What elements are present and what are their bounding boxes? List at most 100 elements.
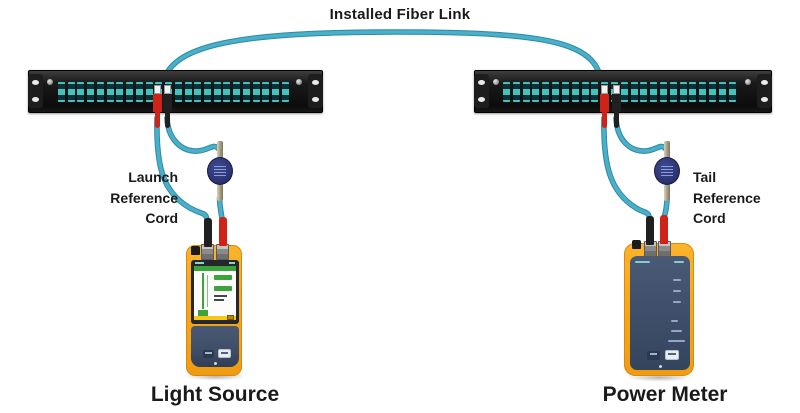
coupler-barrel — [217, 141, 223, 158]
screen-result-chip — [214, 275, 232, 280]
connector-tip — [163, 85, 171, 94]
fiber-port — [272, 82, 280, 102]
screen-logo — [227, 315, 234, 320]
fiber-port — [542, 82, 550, 102]
fiber-port — [77, 82, 85, 102]
fiber-port — [552, 82, 560, 102]
fiber-port — [96, 82, 104, 102]
fiber-port — [233, 82, 241, 102]
fiber-port — [660, 82, 667, 102]
coupler-barrel — [664, 141, 670, 158]
fiber-port — [620, 82, 628, 102]
fiber-port — [106, 82, 114, 102]
brand-text — [635, 261, 650, 263]
fiber-port — [689, 82, 697, 102]
screen-bezel — [191, 260, 239, 324]
fiber-port — [561, 82, 569, 102]
rack-ear — [474, 74, 489, 108]
screen-result-chip — [214, 286, 232, 291]
indicator-label — [671, 330, 682, 332]
screen-footer-bar — [194, 316, 236, 320]
fiber-port — [116, 82, 124, 102]
fiber-port — [204, 82, 212, 102]
fiber-port — [223, 82, 231, 102]
device-shadow — [176, 371, 256, 382]
indicator-dot — [659, 365, 662, 368]
screw-hole — [478, 80, 485, 85]
fiber-port — [718, 82, 726, 102]
light-source-label: Light Source — [150, 383, 280, 406]
device-connector-red — [218, 217, 227, 246]
screw-hole — [478, 97, 485, 102]
fiber-port — [87, 82, 95, 102]
power-meter-device — [624, 243, 694, 376]
indicator-label — [668, 340, 685, 342]
fiber-port — [699, 82, 707, 102]
light-source-device — [186, 245, 242, 376]
fiber-port — [679, 82, 687, 102]
model-text — [674, 261, 684, 263]
device-button-panel — [191, 326, 239, 367]
panel-connector-black — [162, 85, 172, 128]
device-connector-red — [659, 215, 668, 244]
screen-trace-line — [202, 273, 204, 309]
fiber-port — [630, 82, 638, 102]
panel-connector-red — [599, 85, 609, 128]
coupler-barrel — [217, 184, 223, 201]
indicator-dot — [214, 362, 217, 365]
fiber-port — [281, 82, 289, 102]
fiber-port — [709, 82, 717, 102]
screen-status-text — [229, 262, 235, 264]
fiber-port — [67, 82, 75, 102]
port-row — [58, 82, 289, 102]
screen-status-text — [195, 262, 204, 264]
fiber-port — [640, 82, 648, 102]
screen-result-chip — [198, 310, 208, 316]
panel-screw — [745, 79, 751, 85]
panel-screw — [493, 79, 499, 85]
indicator-label — [673, 301, 681, 303]
fiber-port — [145, 82, 153, 102]
coupler-body — [207, 157, 233, 185]
rack-ear — [757, 74, 772, 108]
connector-tip — [612, 85, 620, 94]
fiber-port — [503, 82, 510, 102]
indicator-label — [671, 320, 678, 322]
indicator-label — [673, 290, 681, 292]
power-meter-label: Power Meter — [602, 383, 728, 406]
fiber-port — [135, 82, 143, 102]
screw-hole — [312, 97, 319, 102]
fiber-port — [194, 82, 202, 102]
screen-trace-line — [207, 275, 208, 307]
port-row — [503, 82, 736, 102]
connector-tip — [600, 85, 608, 94]
fiber-port — [591, 82, 599, 102]
device-button — [218, 349, 231, 358]
fiber-port — [728, 82, 736, 102]
patch-panel-left — [28, 70, 323, 113]
fiber-port — [512, 82, 520, 102]
fiber-port — [126, 82, 134, 102]
device-button — [203, 350, 214, 358]
diagram-title: Installed Fiber Link — [329, 6, 471, 23]
device-front-panel — [630, 256, 690, 370]
tail-cord-coupler — [652, 141, 682, 207]
device-connector-black — [645, 216, 654, 245]
launch-reference-cord-label: Launch Reference Cord — [110, 169, 178, 226]
fiber-port — [532, 82, 540, 102]
indicator-label — [673, 279, 681, 281]
patch-panel-right — [474, 70, 772, 113]
fiber-port — [571, 82, 579, 102]
fiber-port — [174, 82, 182, 102]
fiber-port — [252, 82, 260, 102]
panel-screw — [296, 79, 302, 85]
tail-reference-cord-label: Tail Reference Cord — [693, 169, 761, 226]
device-knob — [191, 246, 200, 255]
screw-hole — [761, 80, 768, 85]
panel-connector-red — [152, 85, 162, 128]
screw-hole — [312, 80, 319, 85]
device-knob — [632, 240, 641, 249]
device-button — [665, 350, 679, 360]
launch-cord-coupler — [205, 141, 235, 207]
